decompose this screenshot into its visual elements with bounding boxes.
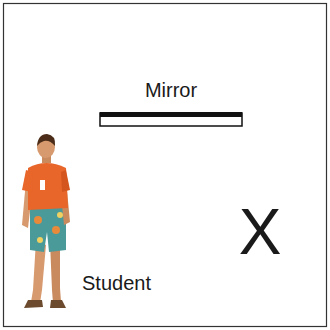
frame [4,4,327,327]
figure-label: Student [82,273,151,293]
mirror-symbol [100,112,242,126]
student-figure [22,134,70,308]
part-label: Mirror [145,80,197,100]
position-mark: X [239,200,282,264]
